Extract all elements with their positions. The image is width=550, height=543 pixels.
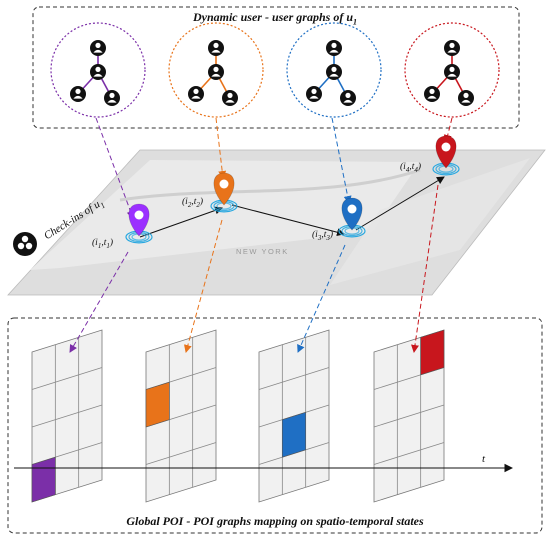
poi-cell-highlight <box>282 411 306 458</box>
poi-cell-highlight <box>420 329 445 376</box>
city-label: NEW YORK <box>236 247 289 256</box>
user-icon <box>188 86 204 102</box>
user-icon <box>340 90 356 106</box>
connector-down-2 <box>183 219 223 353</box>
location-pin-icon <box>125 203 153 244</box>
poi-graph-panel <box>7 317 543 534</box>
user-icon <box>90 64 106 80</box>
connector-down-4 <box>411 184 439 353</box>
connectors <box>69 117 453 353</box>
user-graph-circle <box>404 22 500 118</box>
user-icon <box>90 40 106 56</box>
poi-grid-4 <box>373 329 445 503</box>
grid-line <box>31 404 103 428</box>
user-graph-circle <box>50 22 146 118</box>
poi-grids <box>31 329 445 503</box>
connector-up-2 <box>215 117 227 179</box>
user-icon <box>306 86 322 102</box>
user-icon <box>458 90 474 106</box>
user-icon <box>424 86 440 102</box>
user-icon <box>222 90 238 106</box>
location-pin-icon <box>432 135 460 176</box>
checkin-label-2: (i2,t2) <box>182 197 203 209</box>
trajectory-arrow-2 <box>231 204 345 237</box>
location-pin-icon <box>210 172 238 213</box>
poi-graphs-title: Global POI - POI graphs mapping on spati… <box>126 514 424 528</box>
user-graph-2 <box>168 22 264 118</box>
map-landmass-east <box>330 158 530 285</box>
user-graph-circle <box>168 22 264 118</box>
poi-cell-highlight <box>31 456 56 503</box>
user-graphs <box>50 22 500 118</box>
time-axis-label: t <box>482 453 486 465</box>
grid-line <box>373 404 445 428</box>
trajectory-arrow-3 <box>355 176 445 231</box>
map-river <box>119 168 421 202</box>
checkin-label-1: (i1,t1) <box>92 238 113 250</box>
user-icon <box>70 86 86 102</box>
user-icon <box>104 90 120 106</box>
grid-line <box>31 367 103 390</box>
grid-line <box>373 442 445 465</box>
poi-grid-1 <box>31 329 103 503</box>
user-icon <box>444 64 460 80</box>
checkin-label-4: (i4,t4) <box>400 162 421 174</box>
connector-up-1 <box>95 117 135 219</box>
poi-grid-2 <box>145 329 217 503</box>
user-graph-1 <box>50 22 146 118</box>
checkin-label-3: (i3,t3) <box>312 230 333 242</box>
location-pin-icon <box>338 197 366 238</box>
user-icon <box>208 40 224 56</box>
connector-up-3 <box>331 117 352 204</box>
grid-line <box>258 367 330 390</box>
user-icon <box>444 40 460 56</box>
checkin-pins <box>125 135 460 244</box>
user-checkin-icon <box>13 232 37 256</box>
trajectory-arrow-1 <box>139 206 223 238</box>
poi-grid-3 <box>258 329 330 503</box>
user-graph-4 <box>404 22 500 118</box>
connector-down-1 <box>69 251 129 353</box>
poi-cell-highlight <box>145 381 170 428</box>
user-icon <box>326 40 342 56</box>
user-icon <box>208 64 224 80</box>
user-graph-3 <box>286 22 382 118</box>
trajectory <box>139 176 445 238</box>
user-icon <box>326 64 342 80</box>
connector-down-3 <box>297 244 346 353</box>
user-graph-circle <box>286 22 382 118</box>
grid-line <box>145 442 217 465</box>
user-graphs-title: Dynamic user - user graphs of u1 <box>192 10 358 27</box>
